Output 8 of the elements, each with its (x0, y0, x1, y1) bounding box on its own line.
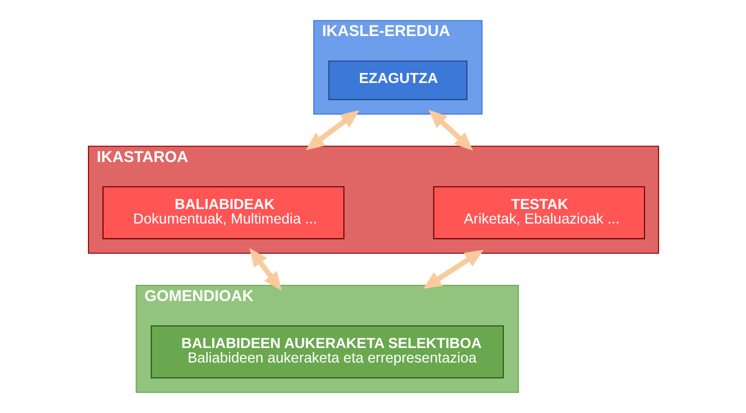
arrow (428, 110, 472, 151)
node-box: TESTAK Ariketak, Ebaluazioak ... (432, 186, 645, 240)
arrow (305, 110, 359, 150)
node-box: EZAGUTZA (328, 60, 467, 100)
node-box: BALIABIDEEN AUKERAKETA SELEKTIBOA Baliabideen aukeraketa eta errepresentazioa (150, 325, 504, 378)
arrow (422, 250, 484, 289)
arrow (248, 248, 282, 291)
node-box: BALIABIDEAK Dokumentuak, Multimedia ... (102, 186, 344, 240)
